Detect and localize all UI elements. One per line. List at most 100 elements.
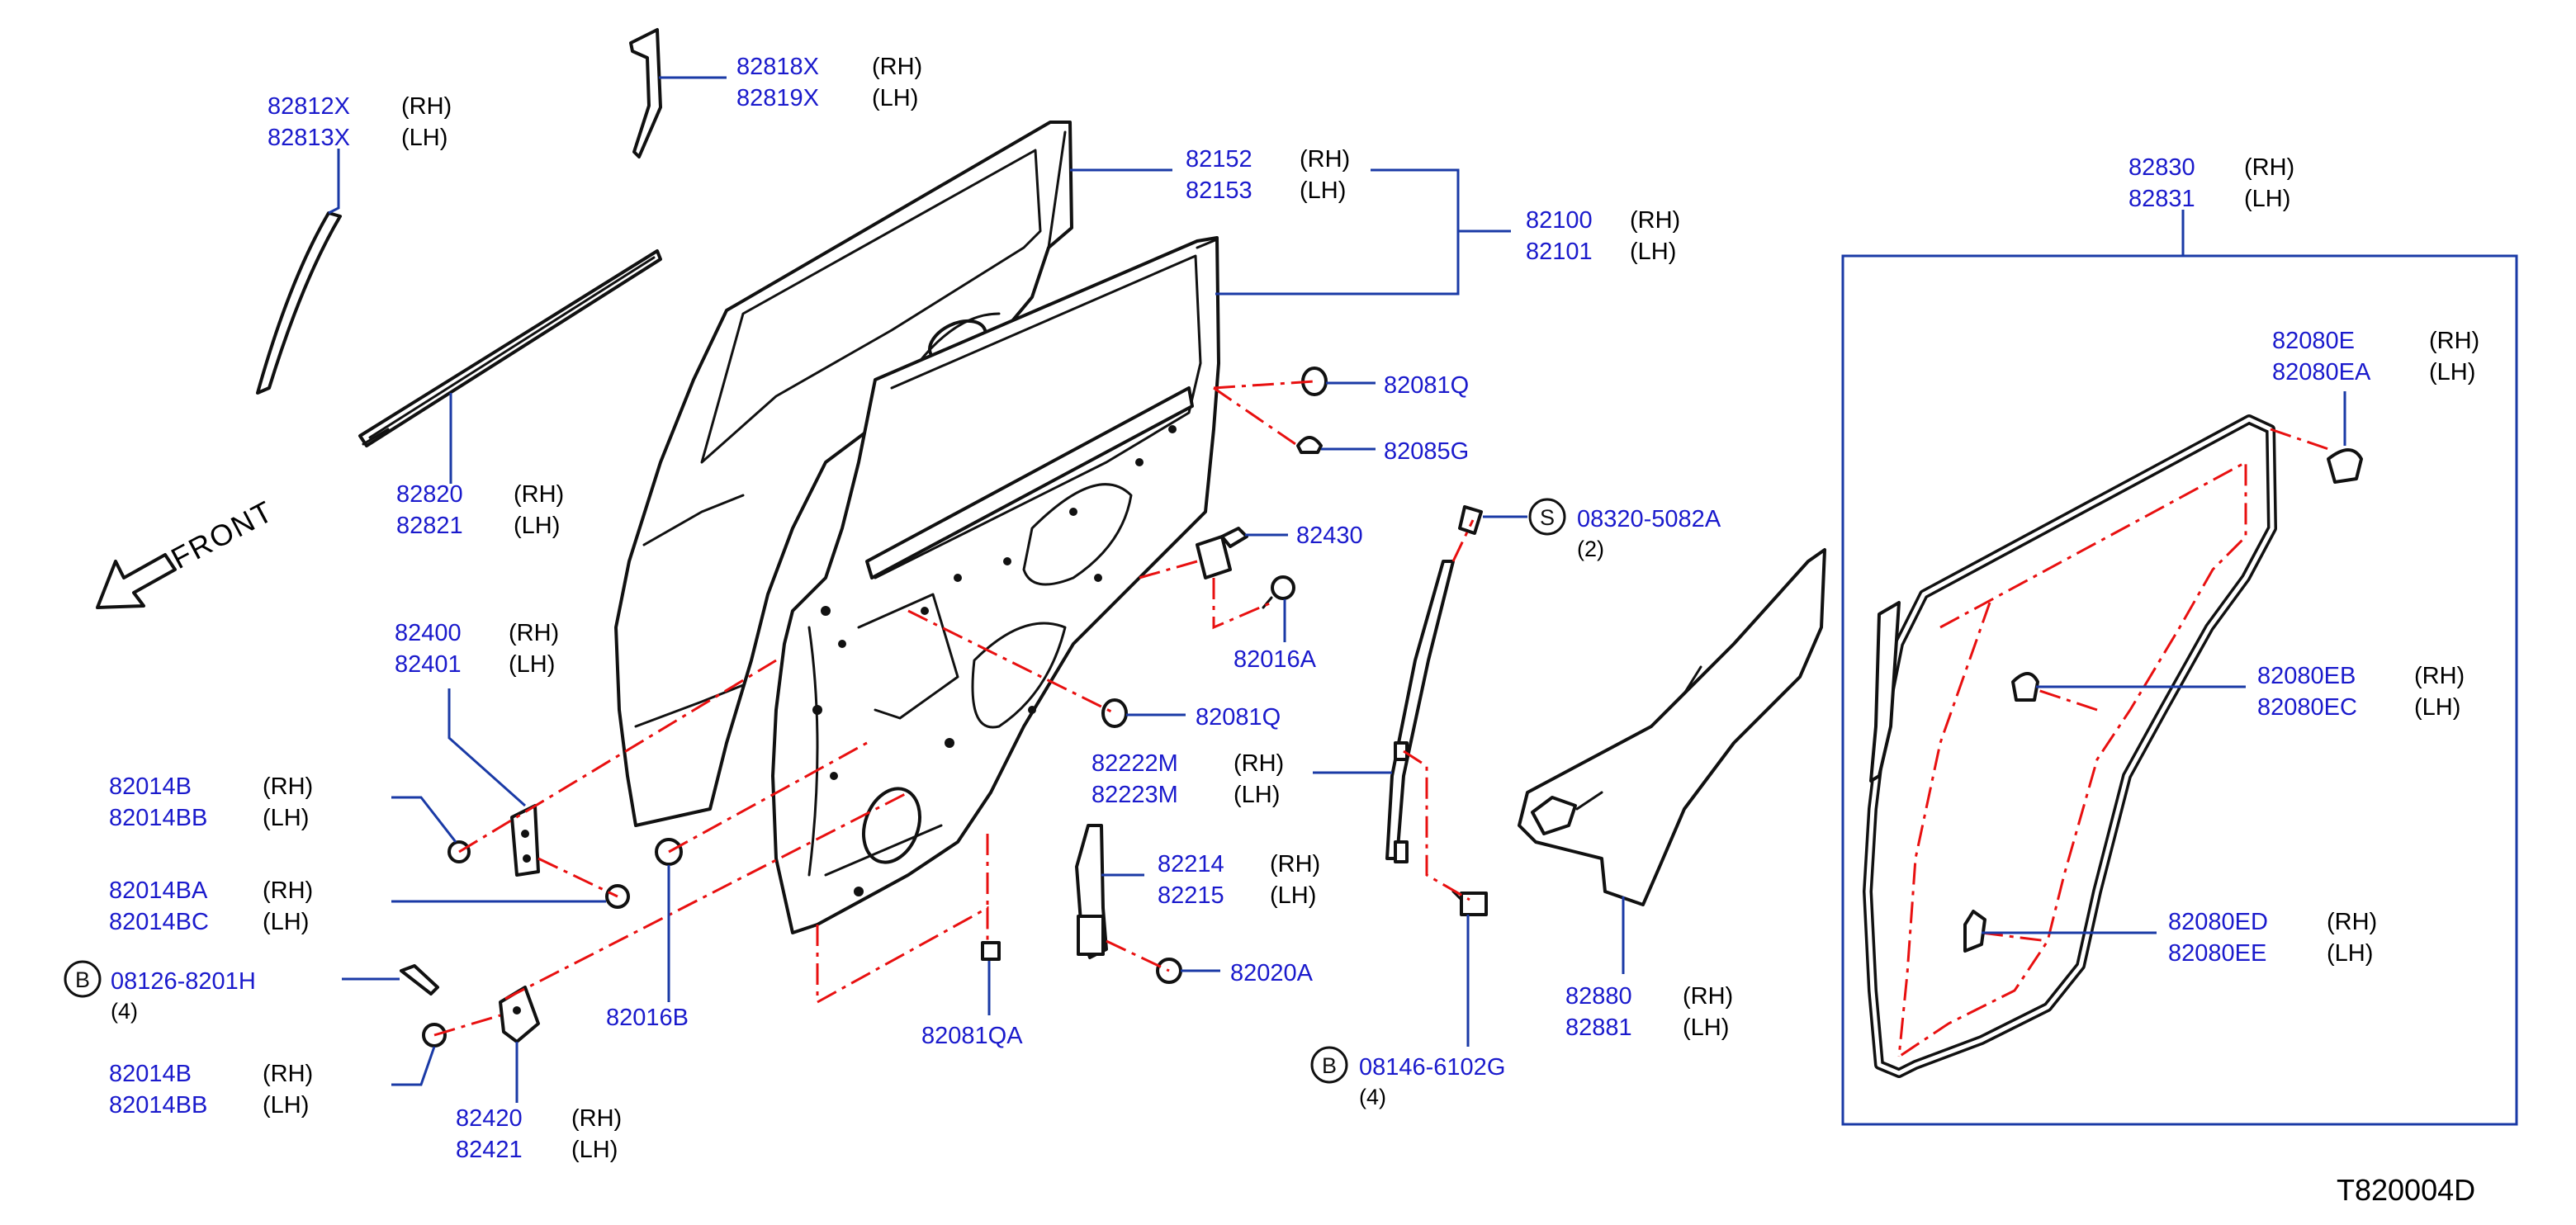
side-82080EE: (LH): [2327, 940, 2373, 967]
side-82420: (RH): [571, 1105, 622, 1132]
front-direction-arrow-icon: [96, 553, 177, 609]
label-82400: 82400: [395, 620, 462, 646]
circle-b-08126: B: [64, 960, 102, 998]
side-82014BB-lower: (LH): [263, 1092, 309, 1119]
label-82819X: 82819X: [736, 85, 819, 111]
side-82812X: (RH): [401, 93, 452, 120]
side-82880: (RH): [1683, 983, 1733, 1010]
label-82101: 82101: [1526, 239, 1593, 265]
side-82100: (RH): [1630, 207, 1680, 234]
label-82812X: 82812X: [268, 93, 350, 120]
label-82085G: 82085G: [1384, 438, 1469, 465]
door-inner-panel-part: [771, 236, 1220, 934]
label-82014BB-upper: 82014BB: [109, 805, 207, 831]
side-82014B-lower: (RH): [263, 1061, 313, 1087]
side-82101: (LH): [1630, 239, 1676, 265]
screw-08320-5082a: [1458, 505, 1483, 535]
label-82818X: 82818X: [736, 54, 819, 80]
side-82080EB: (RH): [2414, 663, 2465, 689]
label-82215: 82215: [1158, 882, 1224, 909]
side-82831: (LH): [2244, 186, 2290, 212]
side-82152: (RH): [1300, 146, 1350, 173]
count-08146-6102G: (4): [1359, 1085, 1386, 1109]
side-82080EA: (LH): [2429, 359, 2475, 385]
diagram-code: T820004D: [2337, 1173, 2475, 1207]
circle-b-08146: B: [1310, 1046, 1348, 1084]
lower-hinge-part: [499, 986, 540, 1043]
side-82014BC: (LH): [263, 909, 309, 935]
label-82080EE: 82080EE: [2168, 940, 2266, 967]
label-82100: 82100: [1526, 207, 1593, 234]
label-82821: 82821: [396, 513, 463, 539]
side-82401: (LH): [509, 651, 555, 678]
label-82016B: 82016B: [606, 1005, 689, 1031]
label-82080EC: 82080EC: [2257, 694, 2357, 721]
label-82014BA: 82014BA: [109, 877, 208, 904]
label-82081Q-upper: 82081Q: [1384, 372, 1469, 399]
side-82215: (LH): [1270, 882, 1316, 909]
bolt-08146-6102g: [1451, 890, 1488, 916]
label-82813X: 82813X: [268, 125, 350, 151]
label-82014B-lower: 82014B: [109, 1061, 192, 1087]
label-82080E: 82080E: [2272, 328, 2355, 354]
side-82153: (LH): [1300, 177, 1346, 204]
assembly-lines: [433, 380, 1475, 1037]
weatherstrip-group-box: [1841, 254, 2518, 1126]
label-82430: 82430: [1296, 523, 1363, 549]
label-82014BC: 82014BC: [109, 909, 209, 935]
sash-rail-part: [1385, 560, 1455, 863]
upper-hinge-part: [510, 804, 540, 877]
side-82080E: (RH): [2429, 328, 2479, 354]
bolt-08126-8201h: [400, 964, 439, 996]
side-82819X: (LH): [872, 85, 918, 111]
regulator-bracket-part: [1075, 824, 1108, 959]
side-82080EC: (LH): [2414, 694, 2460, 721]
label-82081Q-lower: 82081Q: [1196, 704, 1281, 731]
sash-strip-part: [629, 28, 662, 158]
label-82081QA: 82081QA: [921, 1023, 1023, 1049]
side-82818X: (RH): [872, 54, 922, 80]
label-82016A: 82016A: [1234, 646, 1317, 673]
side-82421: (LH): [571, 1137, 618, 1163]
label-82831: 82831: [2129, 186, 2195, 212]
side-82014BA: (RH): [263, 877, 313, 904]
pillar-trim-part: [256, 211, 342, 395]
side-82881: (LH): [1683, 1015, 1729, 1041]
label-82080EA: 82080EA: [2272, 359, 2371, 385]
plug-82081q-lower: [1101, 698, 1128, 728]
leader-lines: [328, 76, 2346, 1103]
side-82080ED: (RH): [2327, 909, 2377, 935]
label-82153: 82153: [1186, 177, 1252, 204]
label-08320-5082A: 08320-5082A: [1577, 506, 1721, 532]
side-82830: (RH): [2244, 154, 2294, 181]
side-82813X: (LH): [401, 125, 447, 151]
clip-82016a: [1262, 575, 1295, 609]
label-08126-8201H: 08126-8201H: [111, 968, 256, 995]
label-82152: 82152: [1186, 146, 1252, 173]
label-82421: 82421: [456, 1137, 523, 1163]
label-82014BB-lower: 82014BB: [109, 1092, 207, 1119]
label-82881: 82881: [1565, 1015, 1632, 1041]
side-82223M: (LH): [1234, 782, 1280, 808]
outer-moulding-part: [358, 249, 662, 447]
plug-82085g: [1296, 436, 1323, 454]
label-82080ED: 82080ED: [2168, 909, 2268, 935]
label-82020A: 82020A: [1230, 960, 1314, 986]
label-82401: 82401: [395, 651, 462, 678]
label-82420: 82420: [456, 1105, 523, 1132]
side-82014B-upper: (RH): [263, 773, 313, 800]
label-82080EB: 82080EB: [2257, 663, 2356, 689]
label-82214: 82214: [1158, 851, 1224, 877]
front-label: FRONT: [166, 494, 280, 575]
label-08146-6102G: 08146-6102G: [1359, 1054, 1505, 1081]
label-82222M: 82222M: [1091, 750, 1178, 777]
count-08320-5082A: (2): [1577, 537, 1604, 561]
label-82820: 82820: [396, 481, 463, 508]
side-82821: (LH): [514, 513, 560, 539]
label-82880: 82880: [1565, 983, 1632, 1010]
label-82014B-upper: 82014B: [109, 773, 192, 800]
side-82820: (RH): [514, 481, 564, 508]
label-82830: 82830: [2129, 154, 2195, 181]
sealing-screen-part: [1518, 548, 1826, 906]
